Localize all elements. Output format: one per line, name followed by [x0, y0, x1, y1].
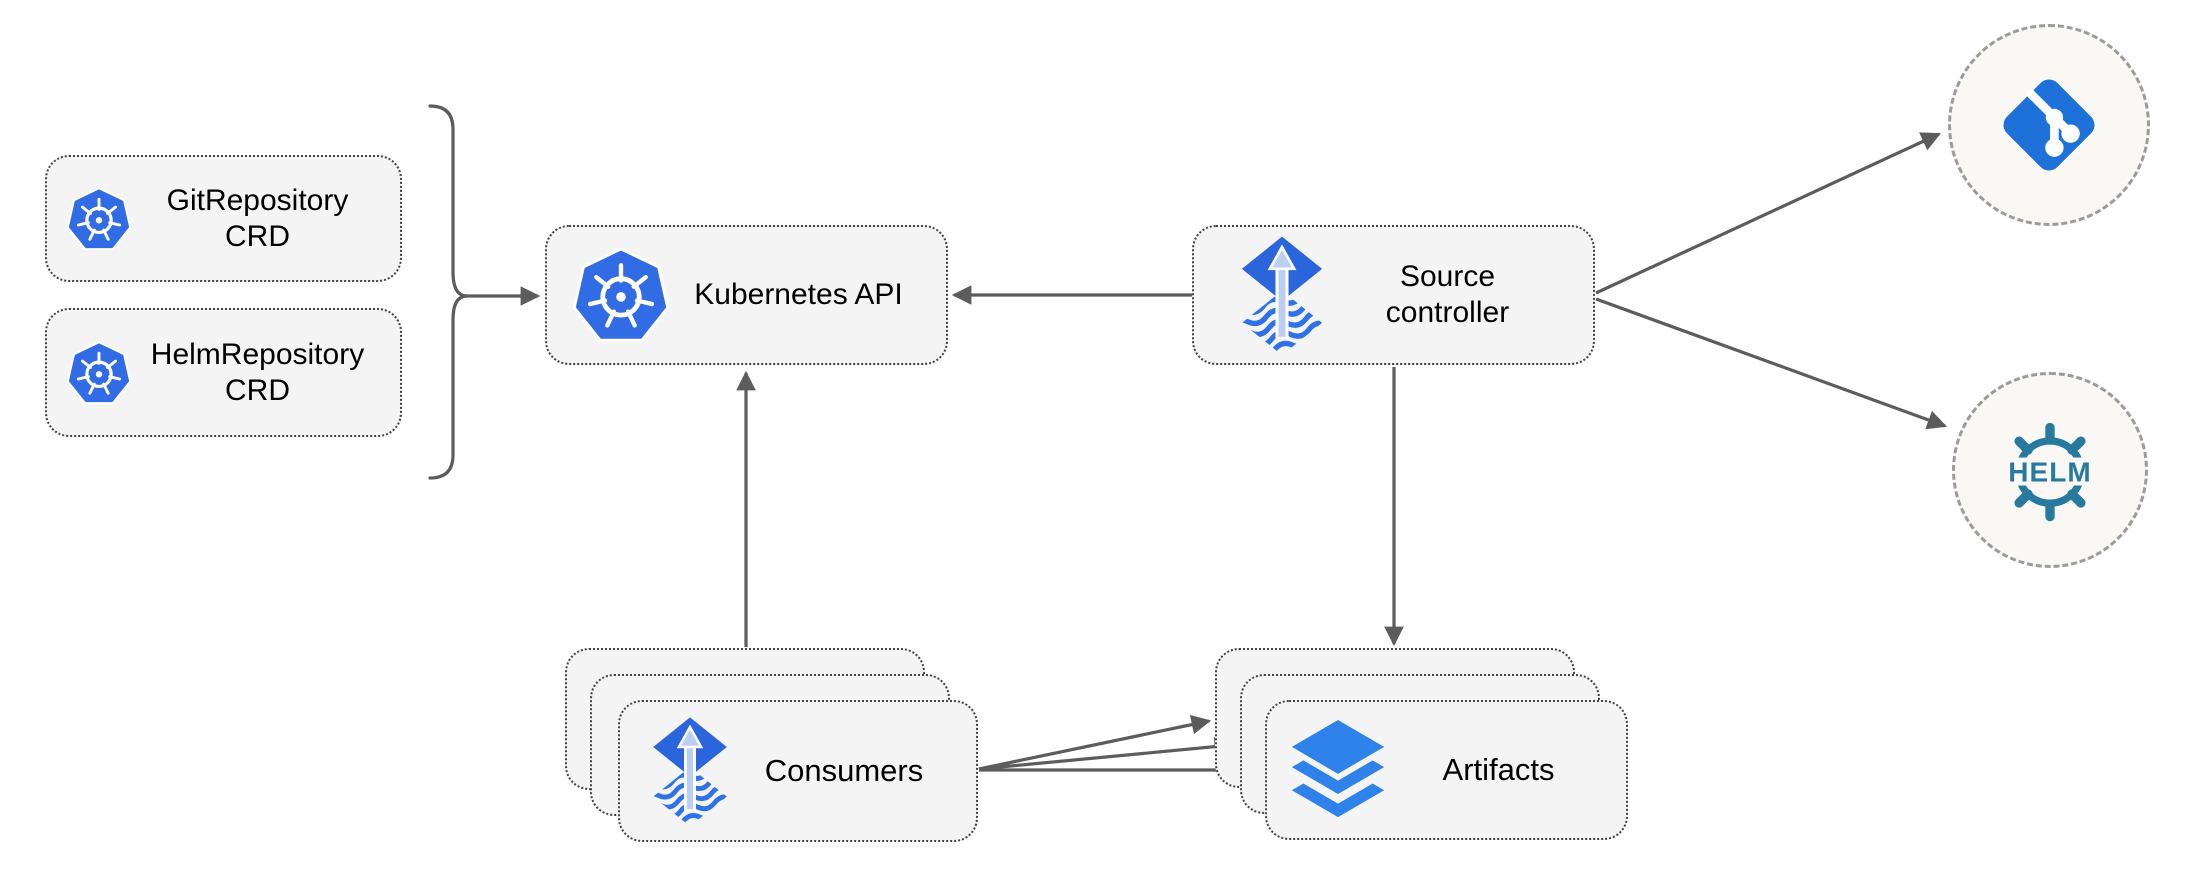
consumers-label: Consumers	[764, 753, 924, 788]
layers-icon	[1291, 720, 1385, 818]
kubernetes-icon	[573, 247, 669, 342]
node-kubernetes-api: Kubernetes API	[545, 225, 948, 365]
arrow-source-to-git-remote	[1595, 132, 1941, 295]
git-repository-crd-label: GitRepository CRD	[166, 183, 349, 253]
kubernetes-api-label: Kubernetes API	[694, 278, 903, 311]
node-git-repository-crd: GitRepository CRD	[45, 155, 402, 282]
node-consumers: Consumers	[618, 700, 978, 842]
node-helm-repository-crd: HelmRepository CRD	[45, 308, 402, 437]
node-helm-remote: HELM	[1952, 372, 2148, 568]
arrow-consumers-to-artifacts-1	[978, 714, 1212, 771]
arrow-consumers-to-artifacts-2	[978, 736, 1235, 771]
git-icon	[2003, 79, 2095, 171]
node-git-remote	[1948, 24, 2150, 226]
helm-repository-crd-label: HelmRepository CRD	[150, 337, 365, 407]
node-source-controller: Source controller	[1192, 225, 1595, 365]
helm-logo-text: HELM	[2008, 456, 2091, 487]
kubernetes-icon	[67, 186, 131, 250]
flux-icon	[653, 717, 727, 827]
arrow-source-to-helm-remote	[1595, 297, 1948, 430]
artifacts-label: Artifacts	[1442, 752, 1555, 787]
flux-icon	[1241, 236, 1323, 356]
crd-group-brace	[428, 104, 468, 480]
node-artifacts: Artifacts	[1265, 700, 1628, 840]
helm-icon: HELM	[1999, 422, 2101, 522]
kubernetes-icon	[67, 340, 131, 404]
source-controller-label: Source controller	[1385, 260, 1510, 329]
